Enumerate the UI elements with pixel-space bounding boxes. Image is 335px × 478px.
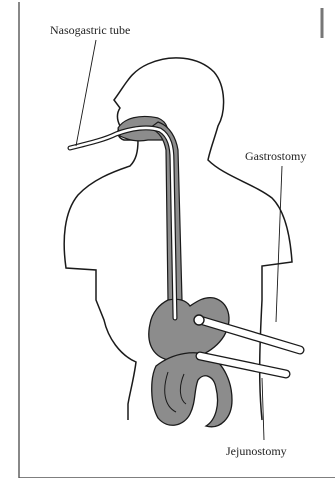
gastrostomy-balloon (194, 315, 204, 325)
nasogastric-tube (70, 128, 175, 318)
jejunostomy-label: Jejunostomy (226, 444, 287, 459)
nasogastric-tube-lumen (70, 128, 175, 318)
nasogastric-leader-line (76, 40, 96, 146)
jejunostomy-leader-line (262, 378, 264, 440)
esophagus (150, 122, 182, 300)
gastrostomy-label: Gastrostomy (245, 149, 306, 164)
nasogastric-tube-label: Nasogastric tube (50, 23, 130, 38)
gastrostomy-leader-line (276, 166, 282, 322)
